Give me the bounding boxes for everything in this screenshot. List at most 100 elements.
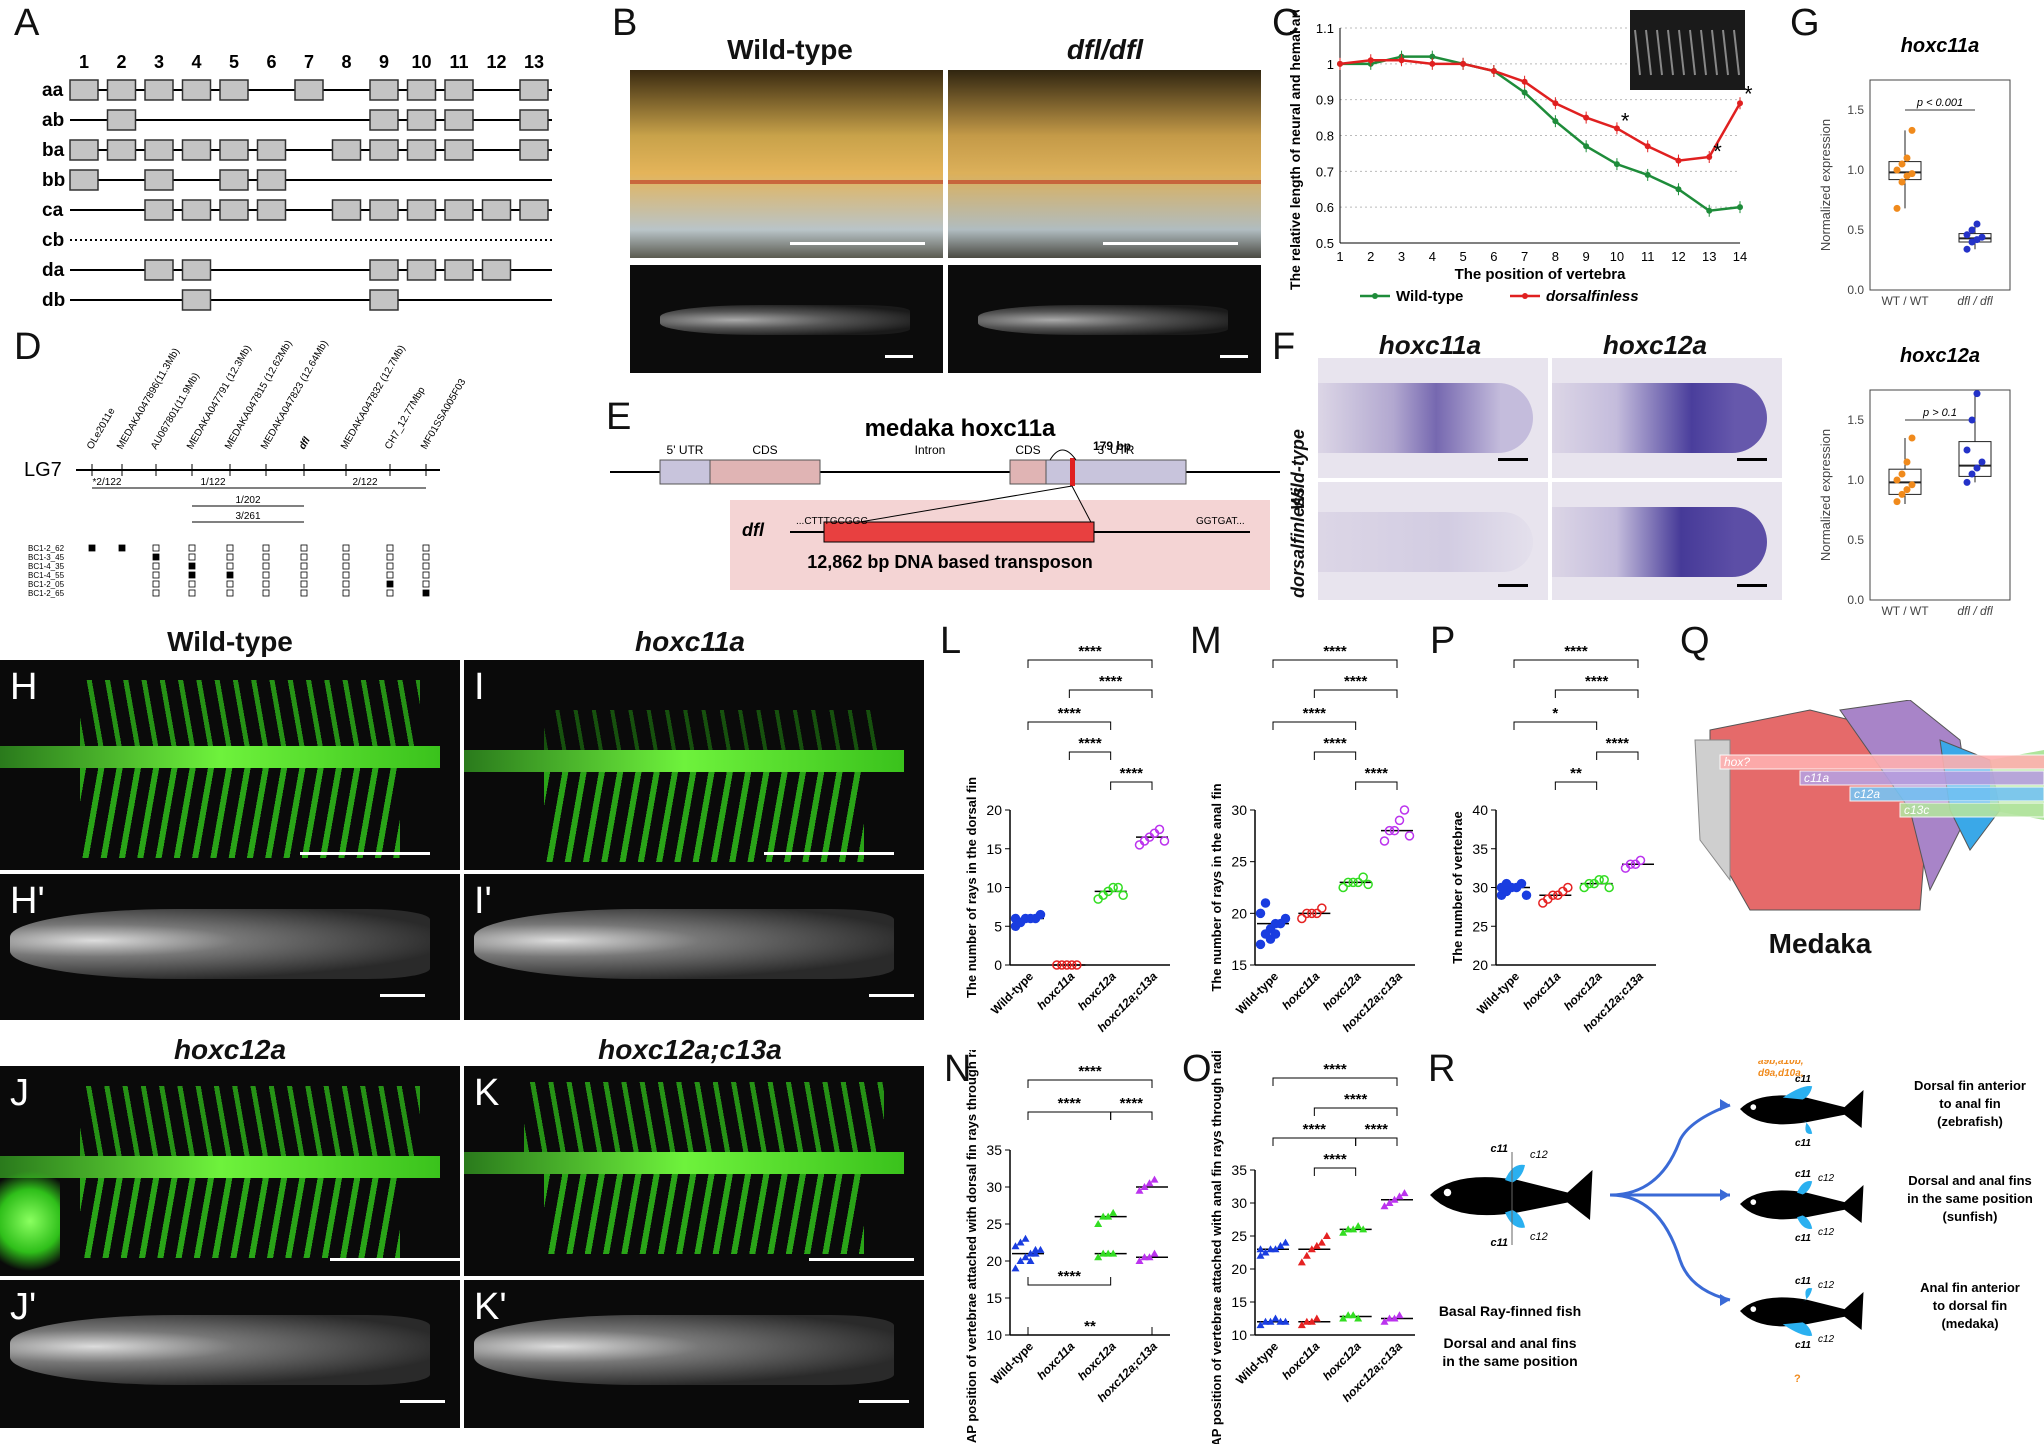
genotype-cell	[226, 553, 234, 561]
exon-box	[481, 199, 512, 221]
data-point	[1270, 929, 1281, 939]
hox-domain-bar	[1899, 802, 2044, 818]
exon-position-label: 12	[486, 52, 506, 72]
significance-label: ****	[1564, 643, 1588, 660]
data-point	[1011, 1242, 1020, 1250]
panel-letter-p: P	[1430, 620, 1456, 662]
data-point	[1675, 157, 1682, 164]
data-point	[1031, 1249, 1040, 1257]
exon-box	[519, 109, 549, 131]
significance-bracket	[1554, 781, 1598, 790]
data-point	[1394, 815, 1405, 826]
genotype-cell	[262, 544, 270, 552]
data-point	[1490, 68, 1497, 74]
data-point	[1893, 166, 1901, 174]
significance-bracket	[1027, 721, 1112, 730]
exon-box	[144, 139, 174, 161]
genotype-cell	[342, 562, 350, 570]
data-point	[1150, 1249, 1159, 1257]
significance-bracket	[1313, 1107, 1398, 1116]
basal-title: Basal Ray-finned fish	[1439, 1303, 1581, 1319]
recombinant-label: BC1-4_35	[28, 562, 65, 571]
f-wt-c11a	[1318, 358, 1548, 478]
x-category-label: Wild-type	[1233, 969, 1281, 1017]
y-tick-label: 30	[986, 1179, 1002, 1195]
y-tick-label: 15	[986, 841, 1002, 857]
j-fluorescent-photo: J	[0, 1066, 460, 1276]
data-point	[1354, 1222, 1363, 1230]
legend-label: Wild-type	[1396, 288, 1463, 305]
y-tick-label: 0.5	[1847, 533, 1864, 547]
significance-label: **	[1084, 1318, 1096, 1335]
x-category-label: hoxc11a	[1520, 969, 1563, 1012]
data-point	[1395, 1192, 1404, 1200]
data-point	[1344, 1311, 1353, 1319]
data-point	[1635, 855, 1646, 866]
b-mutant-title: dfl/dfl	[1066, 34, 1144, 65]
y-tick-label: 35	[1231, 1162, 1247, 1178]
x-category-label: hoxc11a	[1034, 1339, 1077, 1382]
data-point	[1644, 171, 1651, 178]
row-label: db	[42, 290, 65, 311]
significance-bracket	[1313, 689, 1398, 698]
x-tick-label: 9	[1583, 249, 1590, 264]
panel-letter-h-prime: H'	[10, 880, 45, 922]
significance-bracket	[1272, 659, 1398, 668]
segment-label: 3' UTR	[1098, 443, 1135, 457]
data-point	[1644, 143, 1651, 150]
outcome-label: to anal fin	[1939, 1096, 2000, 1111]
data-point	[1963, 231, 1971, 239]
significance-label: ****	[1344, 1091, 1368, 1108]
genotype-cell	[422, 571, 430, 579]
genotype-cell	[188, 553, 196, 561]
data-point	[1281, 1238, 1290, 1246]
genotype-cell	[300, 544, 308, 552]
data-point	[1307, 1245, 1316, 1253]
data-point	[1978, 233, 1986, 241]
x-category-label: Wild-type	[988, 1339, 1036, 1387]
genotype-cell	[422, 580, 430, 588]
data-point	[1260, 898, 1271, 908]
significance-bracket	[1355, 781, 1398, 790]
exon-box	[219, 139, 249, 161]
outcome-label: to dorsal fin	[1933, 1298, 2007, 1313]
data-point	[1256, 1321, 1265, 1329]
arrow-head	[1720, 1189, 1730, 1201]
data-point	[1968, 226, 1976, 234]
segment-label: CDS	[1015, 443, 1040, 457]
gene-segment	[1045, 459, 1187, 485]
data-point	[1094, 1220, 1103, 1227]
data-point	[1521, 890, 1532, 900]
data-point	[1893, 476, 1901, 484]
data-point	[1367, 57, 1374, 64]
c12-label: c12	[1818, 1334, 1835, 1345]
exon-box	[106, 79, 137, 101]
c12-label: c12	[1530, 1149, 1548, 1161]
data-point	[1145, 1179, 1154, 1187]
y-axis-label: The number of vertebrae	[1450, 811, 1465, 963]
data-point	[1255, 908, 1266, 919]
data-point	[1312, 908, 1322, 919]
significance-star: *	[1621, 109, 1630, 134]
exon-box	[406, 109, 437, 131]
hox-domain-label: hox?	[1724, 755, 1750, 769]
data-point	[1963, 478, 1971, 486]
c12-label: c12	[1530, 1231, 1548, 1243]
plot-title: hoxc11a	[1901, 35, 1980, 57]
data-point	[1583, 143, 1590, 150]
exon-position-label: 2	[116, 52, 126, 72]
genotype-cell	[152, 571, 160, 579]
interval-label: *2/122	[93, 477, 122, 488]
data-point	[1516, 878, 1527, 889]
significance-bracket	[1554, 689, 1639, 698]
significance-bracket	[1110, 781, 1153, 790]
f-col1-title: hoxc11a	[1378, 330, 1482, 360]
significance-bracket	[1596, 751, 1639, 760]
data-point	[1057, 960, 1067, 970]
data-point	[1344, 1225, 1353, 1233]
significance-label: *	[1552, 705, 1558, 722]
data-point	[1307, 1317, 1316, 1325]
h-fluorescent-photo: H	[0, 660, 460, 870]
